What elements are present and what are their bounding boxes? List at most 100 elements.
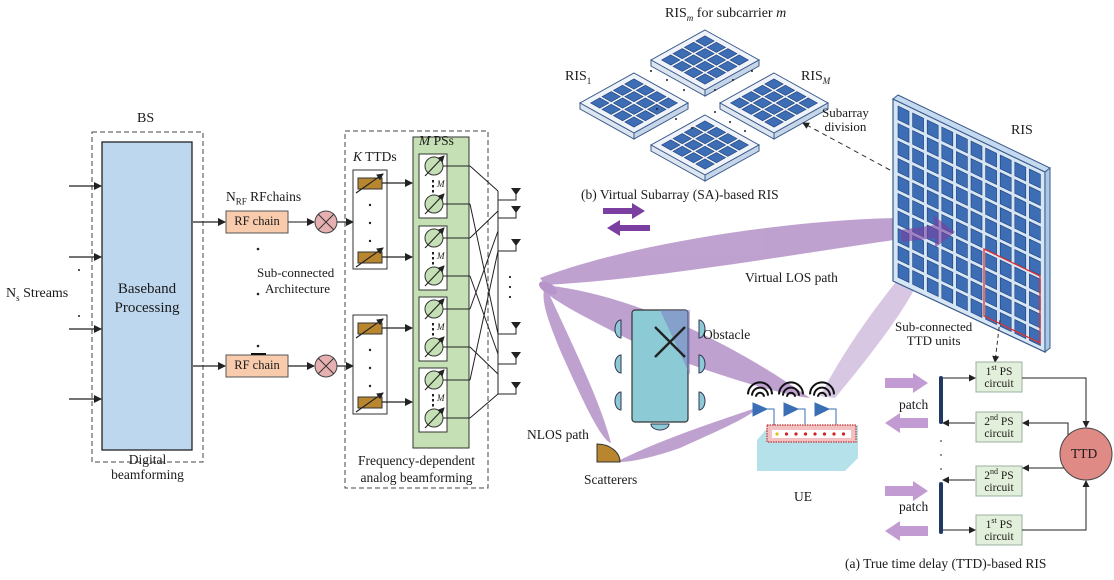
ris-element	[956, 238, 968, 259]
ttd-units-line1: Sub-connected	[895, 319, 973, 334]
ttd-circle-label: TTD	[1071, 446, 1098, 461]
ris-element	[985, 182, 997, 203]
nrf-main: N	[226, 189, 236, 204]
ris-element	[970, 298, 983, 319]
ris-element	[1014, 319, 1027, 340]
ris-element	[897, 193, 910, 213]
mixer-icon	[314, 354, 338, 378]
ttd-delay-block	[355, 318, 413, 339]
wifi-signal-icon	[747, 381, 773, 397]
ris-element	[926, 154, 939, 175]
ris-element	[941, 179, 954, 200]
k-ttds-label: K TTDs	[353, 149, 397, 165]
ris-m-italic: m	[776, 6, 787, 21]
subarray-division-label: Subarray division	[822, 105, 869, 135]
antenna-icon	[498, 322, 521, 335]
nrf-rfchains-label: NRF RFchains	[226, 189, 301, 208]
ps-unit	[418, 153, 470, 219]
ps-unit	[418, 225, 470, 291]
subarray-line1: Subarray	[822, 105, 869, 120]
nlos-beam	[543, 285, 611, 443]
ris-element	[897, 263, 910, 283]
sa-dots	[650, 70, 753, 132]
ris-element	[999, 172, 1012, 193]
ris-element	[1014, 231, 1027, 252]
ris-element	[897, 175, 910, 196]
ris-element	[956, 291, 968, 312]
ris-element	[956, 273, 968, 294]
ris-element	[926, 259, 939, 280]
ps-circuit-box	[975, 465, 1023, 497]
ris-element	[1029, 186, 1041, 207]
ris-element	[926, 137, 939, 157]
ris-element	[970, 210, 983, 231]
ris-element	[970, 193, 983, 214]
scatterer-icon	[596, 443, 621, 463]
ris-element	[956, 168, 968, 189]
sub-connected-arch-label: Sub-connected Architecture	[257, 265, 334, 297]
antenna-icon	[498, 382, 521, 395]
ps-circuit-box	[975, 361, 1023, 393]
m-marker: M	[437, 322, 445, 332]
ris-m-sub: m	[686, 12, 694, 23]
ris-element	[970, 228, 983, 249]
ris-element	[1029, 326, 1041, 347]
virtual-los-label: Virtual LOS path	[745, 270, 838, 285]
patch-label-1: patch	[899, 397, 929, 412]
baseband-label: Baseband Processing	[102, 281, 192, 316]
ris-element	[985, 147, 997, 168]
ttd-rest: TTDs	[362, 149, 397, 164]
ris-element	[897, 140, 910, 161]
baseband-line2: Processing	[114, 299, 180, 316]
obstacle-label: Obstacle	[703, 327, 751, 342]
ps-rest: PSs	[430, 133, 454, 148]
ris-element	[912, 182, 924, 203]
streams-sub: s	[16, 292, 20, 303]
ris-element	[956, 256, 968, 277]
ris-m-label: RISm for subcarrier m	[665, 6, 786, 24]
nrf-sub: RF	[235, 196, 247, 207]
scatterer-to-ue-beam	[620, 408, 756, 462]
wifi-signal-icon	[809, 381, 835, 397]
ris-M-label: RISM	[801, 69, 830, 87]
ris-M-sub: M	[822, 75, 831, 86]
ris-element	[941, 161, 954, 182]
ris-element	[956, 133, 968, 154]
ris-element	[912, 112, 924, 133]
ris-element	[897, 123, 910, 143]
analog-section	[344, 130, 521, 489]
ris-element	[970, 158, 983, 179]
m-marker: M	[437, 179, 445, 189]
ris-element	[912, 130, 924, 150]
ris-M-main: RIS	[801, 69, 823, 84]
ris-element	[970, 140, 983, 161]
digital-beamforming-label: Digital beamforming	[92, 452, 203, 483]
subarray-line2: division	[824, 119, 867, 135]
ps-circuit-box	[975, 411, 1023, 443]
ris-element	[970, 175, 983, 196]
sa-ris-caption: (b) Virtual Subarray (SA)-based RIS	[581, 187, 779, 202]
bs-dashed-boundary	[91, 131, 204, 463]
ris-element	[941, 144, 954, 165]
ris-element	[956, 221, 968, 242]
ris-element	[985, 270, 997, 291]
ris-element	[941, 249, 954, 270]
ris-element	[999, 154, 1012, 175]
ttd-italic: K	[353, 149, 363, 164]
ris-element	[897, 158, 910, 178]
virtual-los-beam	[540, 217, 935, 285]
sa-ris-tiles	[578, 29, 830, 182]
antenna-icon	[498, 206, 521, 219]
ris-element	[999, 277, 1012, 298]
ps-unit	[418, 367, 470, 433]
rf-ellipsis	[256, 247, 260, 348]
patch-label-2: patch	[899, 499, 929, 514]
streams-main: N	[6, 286, 17, 301]
ris-element	[1014, 179, 1027, 200]
ris-element	[926, 189, 939, 210]
ris-element	[897, 105, 910, 126]
patch-element	[939, 482, 943, 534]
ris-element	[985, 217, 997, 238]
